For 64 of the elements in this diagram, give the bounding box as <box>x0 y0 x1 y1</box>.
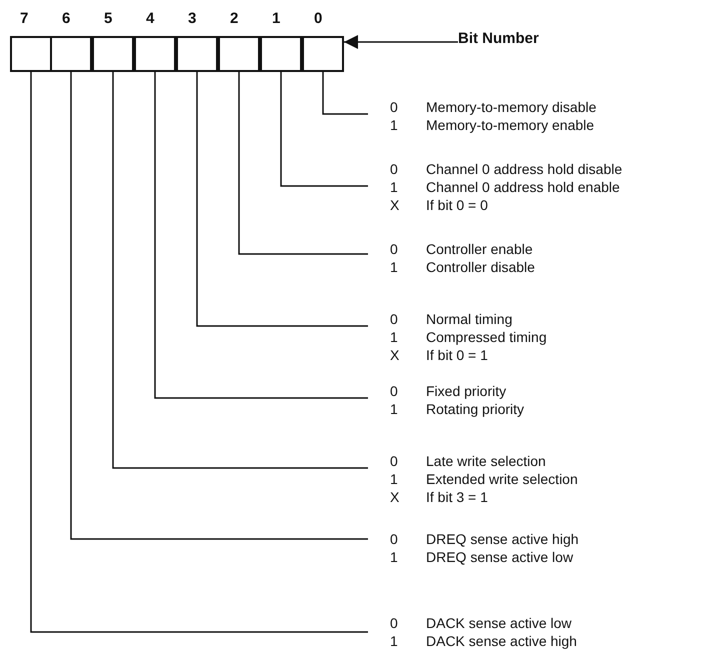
setting-description: If bit 0 = 1 <box>426 346 488 364</box>
bit-value: 1 <box>390 470 399 488</box>
register-bit-cell <box>176 36 218 72</box>
leader-line <box>30 72 368 633</box>
register-bit-cell <box>134 36 176 72</box>
bit-number: 0 <box>314 10 322 27</box>
bit-number: 7 <box>20 10 28 27</box>
setting-description: If bit 0 = 0 <box>426 196 488 214</box>
register-bit-cell <box>302 36 344 72</box>
setting-description: Compressed timing <box>426 328 547 346</box>
leader-line <box>196 72 368 327</box>
leader-line <box>280 72 368 187</box>
bit-value: X <box>390 346 400 364</box>
setting-description: DACK sense active high <box>426 632 577 650</box>
bit-value: 1 <box>390 400 399 418</box>
bit-value: 0 <box>390 240 399 258</box>
bit-value: 0 <box>390 98 399 116</box>
setting-description: Channel 0 address hold disable <box>426 160 622 178</box>
bit-value: 0 <box>390 382 399 400</box>
bit-number: 5 <box>104 10 112 27</box>
leader-line <box>70 72 368 540</box>
setting-description: Rotating priority <box>426 400 524 418</box>
arrow <box>344 35 458 49</box>
setting-description: DREQ sense active high <box>426 530 579 548</box>
register-bit-cell <box>260 36 302 72</box>
setting-description: If bit 3 = 1 <box>426 488 488 506</box>
setting-description: Fixed priority <box>426 382 506 400</box>
setting-description: DREQ sense active low <box>426 548 574 566</box>
setting-description: Normal timing <box>426 310 512 328</box>
bit-value: 1 <box>390 116 399 134</box>
leader-line <box>154 72 368 399</box>
setting-description: Memory-to-memory disable <box>426 98 596 116</box>
bit-value: 1 <box>390 632 399 650</box>
leader-line <box>238 72 368 255</box>
bit-number: 4 <box>146 10 154 27</box>
bit-number: 1 <box>272 10 280 27</box>
setting-description: Channel 0 address hold enable <box>426 178 620 196</box>
bit-value: 0 <box>390 310 399 328</box>
bit-value: X <box>390 488 400 506</box>
bit-value: 1 <box>390 548 399 566</box>
leader-line <box>322 72 368 115</box>
leader-line <box>112 72 368 469</box>
setting-description: Extended write selection <box>426 470 578 488</box>
bit-value: 0 <box>390 160 399 178</box>
bit-value: 1 <box>390 258 399 276</box>
setting-description: Memory-to-memory enable <box>426 116 594 134</box>
bit-value: 0 <box>390 530 399 548</box>
bit-number: 3 <box>188 10 196 27</box>
bit-number: 2 <box>230 10 238 27</box>
register-bit-cell <box>50 36 92 72</box>
bit-value: 0 <box>390 452 399 470</box>
register-bit-cell <box>92 36 134 72</box>
bit-value: 0 <box>390 614 399 632</box>
setting-description: Controller disable <box>426 258 535 276</box>
bit-value: 1 <box>390 178 399 196</box>
setting-description: Controller enable <box>426 240 533 258</box>
bit-value: 1 <box>390 328 399 346</box>
bit-number-caption: Bit Number <box>458 30 539 47</box>
register-bit-cell <box>218 36 260 72</box>
bit-number: 6 <box>62 10 70 27</box>
register-bit-cell <box>10 36 52 72</box>
setting-description: Late write selection <box>426 452 546 470</box>
bit-value: X <box>390 196 400 214</box>
setting-description: DACK sense active low <box>426 614 572 632</box>
